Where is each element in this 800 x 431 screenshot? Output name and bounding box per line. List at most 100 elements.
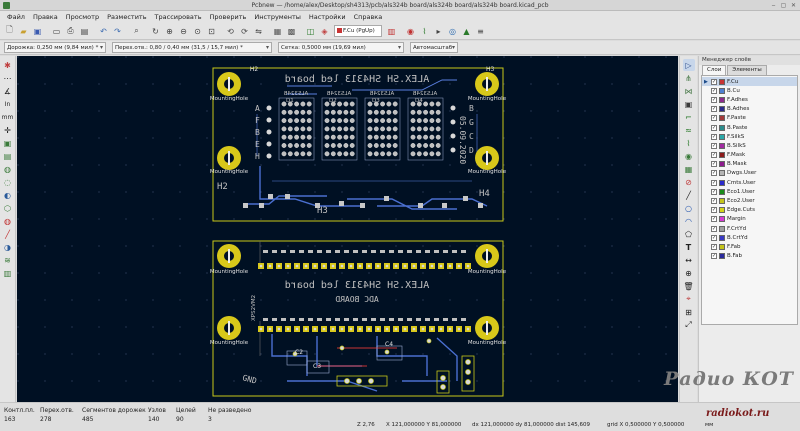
layer-visibility-checkbox[interactable]: ✓ (711, 207, 717, 214)
layer-color-swatch[interactable] (719, 96, 725, 103)
add-via-icon[interactable]: ◉ (685, 151, 692, 161)
layer-color-swatch[interactable] (719, 243, 725, 250)
ratsnest-icon[interactable]: ▣ (3, 138, 12, 148)
layer-color-swatch[interactable] (719, 115, 725, 122)
ratsnest-local-icon[interactable]: ▤ (3, 151, 12, 161)
select-tool-icon[interactable]: ▷ (682, 59, 695, 71)
search-icon[interactable]: ⌕ (134, 26, 139, 35)
layer-visibility-checkbox[interactable]: ✓ (711, 133, 717, 140)
via-size-select[interactable]: Перех.отв.: 0,80 / 0,40 мм (31,5 / 15,7 … (112, 42, 272, 53)
layer-color-swatch[interactable] (719, 234, 725, 241)
local-ratsnest-icon[interactable]: ⋈ (684, 86, 693, 96)
menu-place[interactable]: Разместить (107, 13, 147, 21)
menu-inspect[interactable]: Проверить (209, 13, 247, 21)
layer-color-swatch[interactable] (719, 207, 725, 214)
zoom-out-icon[interactable]: ⊖ (180, 26, 187, 36)
layer-color-swatch[interactable] (719, 87, 725, 94)
layer-visibility-checkbox[interactable]: ✓ (711, 161, 717, 168)
drc-icon[interactable]: ◈ (321, 26, 328, 36)
layer-color-swatch[interactable] (719, 225, 725, 232)
route-diff-pair-icon[interactable]: ≈ (685, 125, 692, 135)
tab-layers[interactable]: Слои (702, 65, 727, 75)
layer-row[interactable]: ✓Margin (702, 215, 797, 224)
layer-visibility-checkbox[interactable]: ✓ (711, 253, 717, 260)
maximize-icon[interactable]: ▢ (780, 2, 787, 9)
layer-visibility-checkbox[interactable]: ✓ (711, 170, 717, 177)
layer-color-swatch[interactable] (719, 188, 725, 195)
undo-icon[interactable]: ↶ (100, 26, 107, 36)
open-folder-icon[interactable]: ▰ (20, 26, 27, 36)
layer-row[interactable]: ✓F.Fab (702, 242, 797, 251)
via-sketch-icon[interactable]: ◍ (4, 216, 11, 226)
layer-visibility-checkbox[interactable]: ✓ (711, 78, 717, 85)
layer-visibility-checkbox[interactable]: ✓ (711, 216, 717, 223)
layer-color-swatch[interactable] (719, 198, 725, 205)
minimize-icon[interactable]: ‒ (771, 2, 776, 9)
layer-row[interactable]: ✓B.Cu (702, 86, 797, 95)
layer-visibility-checkbox[interactable]: ✓ (711, 106, 717, 113)
layer-visibility-checkbox[interactable]: ✓ (711, 142, 717, 149)
layer-color-swatch[interactable] (719, 106, 725, 113)
python-icon[interactable]: ◎ (449, 26, 456, 36)
layer-row[interactable]: ✓F.Paste (702, 114, 797, 123)
layer-pair-icon[interactable]: ▥ (387, 26, 396, 36)
zone-hide-icon[interactable]: ◐ (4, 190, 11, 200)
layer-color-swatch[interactable] (719, 216, 725, 223)
close-icon[interactable]: ✕ (790, 2, 797, 9)
layer-color-swatch[interactable] (719, 152, 725, 159)
layer-color-swatch[interactable] (719, 253, 725, 260)
layer-row[interactable]: ✓Edge.Cuts (702, 206, 797, 215)
grid-select[interactable]: Сетка: 0,5000 мм (19,69 мил) (278, 42, 404, 53)
layer-color-swatch[interactable] (719, 161, 725, 168)
footprint-browser-icon[interactable]: ▩ (287, 26, 296, 36)
layer-row[interactable]: ✓B.SilkS (702, 141, 797, 150)
add-target-icon[interactable]: ⊕ (685, 268, 692, 278)
mm-icon[interactable]: mm (1, 113, 14, 121)
script-console-icon[interactable]: ▸ (436, 26, 441, 36)
layer-row[interactable]: ✓F.CrtYd (702, 224, 797, 233)
print-icon[interactable]: ⎙ (67, 26, 74, 35)
add-polygon-icon[interactable]: ⬠ (685, 229, 692, 239)
menu-edit[interactable]: Правка (32, 13, 58, 21)
cursor-shape-icon[interactable]: ✛ (4, 125, 11, 135)
track-width-select[interactable]: Дорожка: 0,250 мм (9,84 мил) * (4, 42, 106, 53)
layers-manager-icon[interactable]: ≋ (4, 255, 11, 265)
layer-row[interactable]: ✓B.Paste (702, 123, 797, 132)
menu-view[interactable]: Просмотр (65, 13, 100, 21)
tab-items[interactable]: Элементы (727, 65, 767, 75)
rotate-ccw-icon[interactable]: ⟲ (227, 26, 234, 36)
zoom-in-icon[interactable]: ⊕ (166, 26, 173, 36)
add-footprint-icon[interactable]: ▣ (684, 99, 693, 109)
add-text-icon[interactable]: T (685, 242, 692, 252)
bom-icon[interactable]: ≡ (477, 26, 484, 36)
layer-visibility-checkbox[interactable]: ✓ (711, 96, 717, 103)
zoom-fit-icon[interactable]: ⊙ (194, 26, 201, 36)
menu-help[interactable]: Справка (353, 13, 383, 21)
menu-preferences[interactable]: Настройки (308, 13, 346, 21)
menu-tools[interactable]: Инструменты (254, 13, 301, 21)
layer-visibility-checkbox[interactable]: ✓ (711, 234, 717, 241)
layer-visibility-checkbox[interactable]: ✓ (711, 124, 717, 131)
keepout-icon[interactable]: ⊘ (685, 177, 692, 187)
bottom-board[interactable] (212, 240, 504, 397)
layer-visibility-checkbox[interactable]: ✓ (711, 179, 717, 186)
zoom-select[interactable]: Автомасштаб (410, 42, 458, 53)
layer-row[interactable]: ✓Eco1.User (702, 187, 797, 196)
interactive-router-icon[interactable]: ⌇ (422, 26, 427, 36)
microwave-icon[interactable]: ▥ (3, 268, 12, 278)
grid-toggle-icon[interactable]: ⋯ (3, 73, 12, 83)
layer-color-swatch[interactable] (719, 124, 725, 131)
set-origin-icon[interactable]: ⌖ (686, 294, 691, 303)
polar-coords-icon[interactable]: ∡ (3, 86, 12, 96)
layer-selector[interactable]: F.Cu (PgUp) (334, 25, 382, 37)
layer-visibility-checkbox[interactable]: ✓ (711, 115, 717, 122)
pad-sketch-icon[interactable]: ⬡ (4, 203, 11, 213)
rotate-cw-icon[interactable]: ⟳ (241, 26, 248, 36)
layer-color-swatch[interactable] (719, 170, 725, 177)
add-line-icon[interactable]: ╱ (686, 190, 691, 200)
add-dimension-icon[interactable]: ↔ (685, 255, 692, 265)
save-icon[interactable]: ▣ (33, 26, 42, 36)
grid-origin-icon[interactable]: ⊞ (685, 307, 692, 317)
layer-row[interactable]: ✓F.SilkS (702, 132, 797, 141)
zoom-selection-icon[interactable]: ⊡ (208, 26, 215, 36)
